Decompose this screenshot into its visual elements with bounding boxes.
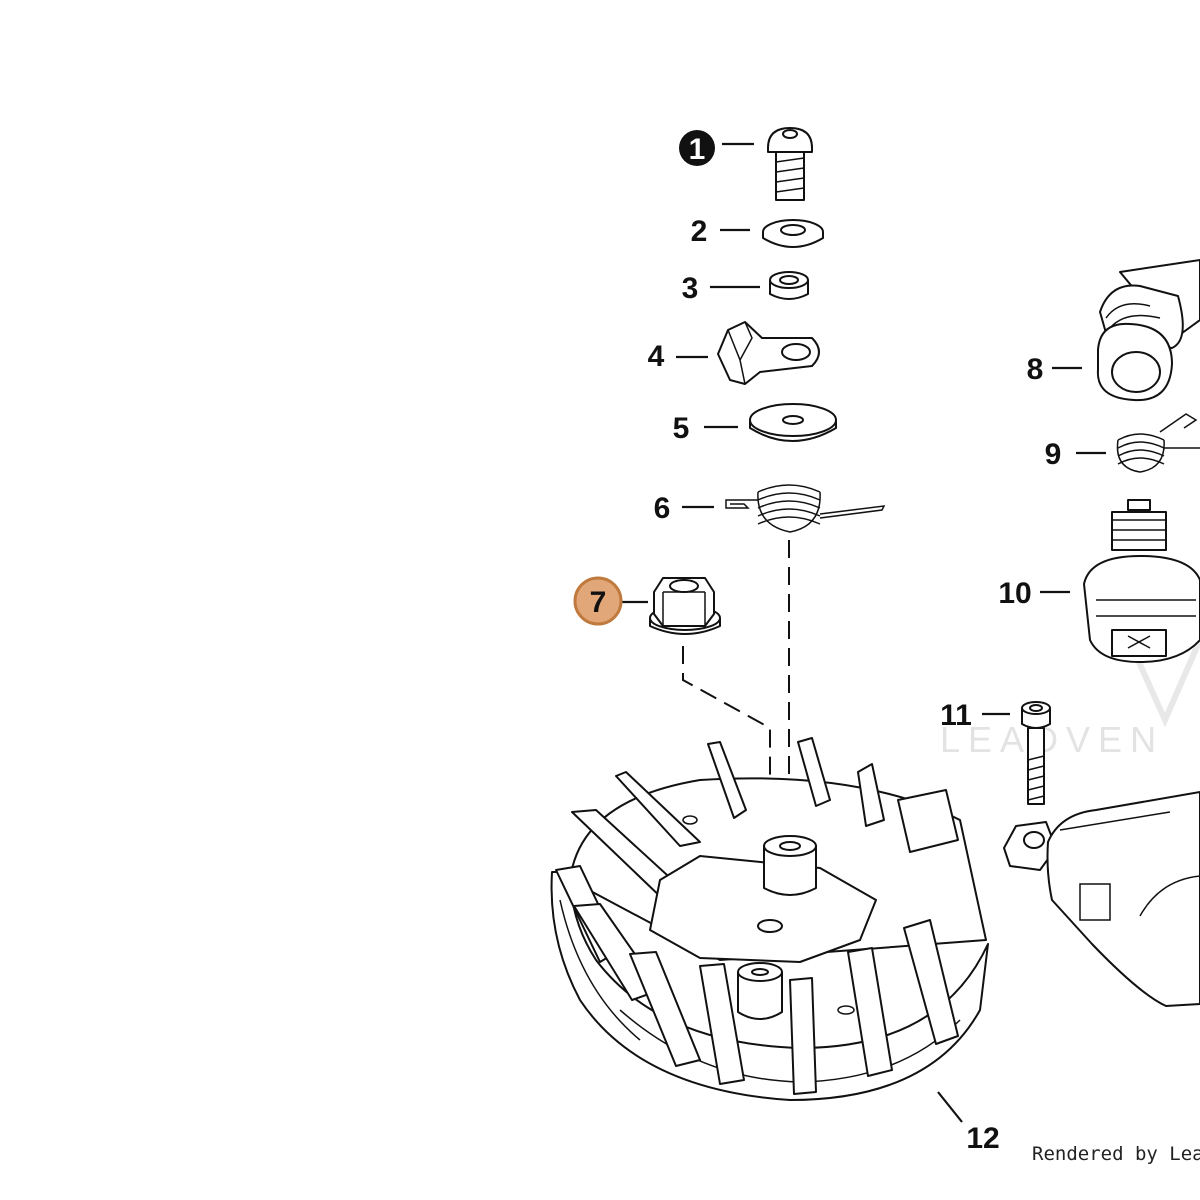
svg-text:9: 9: [1045, 438, 1062, 471]
svg-text:10: 10: [998, 577, 1031, 610]
callout-6[interactable]: 6: [654, 492, 671, 525]
callout-4[interactable]: 4: [648, 340, 665, 373]
part-11-screw[interactable]: [1021, 701, 1051, 805]
svg-text:3: 3: [682, 272, 699, 305]
callout-2[interactable]: 2: [691, 215, 708, 248]
callout-12[interactable]: 12: [966, 1122, 999, 1155]
svg-text:5: 5: [673, 412, 690, 445]
callout-11[interactable]: 11: [940, 699, 972, 732]
part-1-screw[interactable]: [767, 127, 813, 201]
part-2-washer[interactable]: [762, 219, 824, 248]
callout-10[interactable]: 10: [998, 577, 1031, 610]
part-3-spacer[interactable]: [769, 271, 809, 300]
part-4-bracket[interactable]: [717, 321, 820, 385]
part-12-flywheel[interactable]: [550, 737, 989, 1101]
ignition-module[interactable]: [1003, 791, 1200, 1007]
svg-text:11: 11: [940, 699, 972, 732]
svg-text:7: 7: [590, 586, 607, 619]
part-9-spring[interactable]: [1116, 413, 1200, 473]
part-5-washer[interactable]: [749, 403, 837, 442]
svg-text:8: 8: [1027, 353, 1044, 386]
part-8-plug-boot[interactable]: [1096, 259, 1200, 402]
svg-text:2: 2: [691, 215, 708, 248]
svg-text:12: 12: [966, 1122, 999, 1155]
callout-7-highlighted[interactable]: 7: [573, 576, 623, 626]
highlight-circle: [573, 576, 623, 626]
callout-1[interactable]: 1: [679, 130, 715, 166]
svg-text:1: 1: [689, 133, 706, 166]
svg-text:4: 4: [648, 340, 665, 373]
callout-3[interactable]: 3: [682, 272, 699, 305]
callout-9[interactable]: 9: [1045, 438, 1062, 471]
part-6-spring[interactable]: [725, 484, 886, 533]
svg-text:6: 6: [654, 492, 671, 525]
callout-8[interactable]: 8: [1027, 353, 1044, 386]
part-7-flange-nut[interactable]: [649, 577, 721, 635]
watermark-text: LEADVEN: [940, 719, 1164, 760]
callout-5[interactable]: 5: [673, 412, 690, 445]
part-10-spark-plug[interactable]: [1083, 499, 1200, 663]
render-credit: Rendered by LeadVen: [1032, 1143, 1200, 1165]
